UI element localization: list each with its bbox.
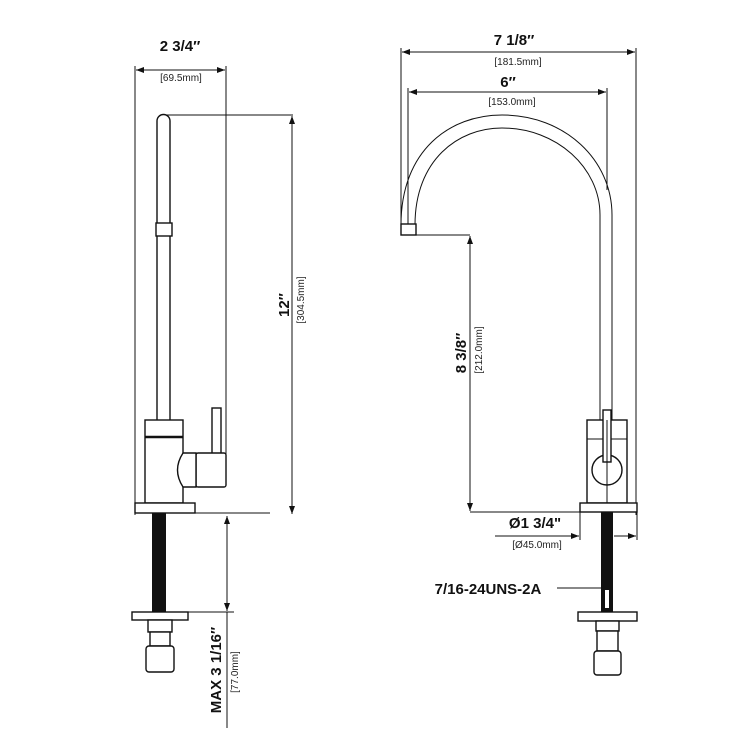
quick-connect-fitting: [145, 645, 175, 673]
width-inch-label: 2 3/4″: [160, 38, 201, 55]
gooseneck-inner: [414, 127, 601, 420]
max-thickness-mm-label: [77.0mm]: [230, 651, 241, 693]
spout-height-mm-label: [212.0mm]: [474, 326, 485, 373]
thread-spec-label: 7/16-24UNS-2A: [435, 581, 542, 598]
hex-nut: [147, 619, 173, 633]
mounting-plate: [577, 611, 638, 622]
base-plate: [134, 502, 196, 514]
spout-reach-inch-label: 6″: [500, 74, 516, 91]
fitting-neck: [149, 631, 171, 647]
threaded-shank: [152, 513, 166, 613]
spout-reach-mm-label: [153.0mm]: [488, 97, 535, 108]
threaded-shank: [601, 512, 613, 612]
mounting-plate: [131, 611, 189, 621]
quick-connect-fitting: [593, 650, 622, 676]
handle-lever: [211, 407, 222, 457]
height-mm-label: [304.5mm]: [296, 276, 307, 323]
max-thickness-inch-label: MAX 3 1/16″: [208, 627, 225, 713]
faucet-body: [144, 419, 184, 504]
spout-height-inch-label: 8 3/8″: [453, 333, 470, 374]
fitting-neck: [596, 630, 619, 652]
handle-block: [195, 452, 227, 488]
side-view: 2 3/4″ [69.5mm] 12″ [304.5mm] MAX 3 1/16…: [131, 38, 307, 728]
base-diameter-mm-label: [Ø45.0mm]: [512, 540, 562, 551]
base-plate: [579, 502, 638, 513]
base-diameter-inch-label: Ø1 3/4": [509, 515, 561, 532]
overall-reach-mm-label: [181.5mm]: [494, 57, 541, 68]
spout-tip: [400, 223, 417, 236]
height-inch-label: 12″: [276, 293, 293, 317]
handle-joint: [176, 452, 197, 488]
overall-reach-inch-label: 7 1/8″: [494, 32, 535, 49]
hex-nut: [595, 620, 620, 632]
gooseneck-outer: [400, 114, 613, 420]
width-mm-label: [69.5mm]: [160, 73, 202, 84]
spout-tube: [156, 113, 171, 420]
front-view: 7 1/8″ [181.5mm] 6″ [153.0mm] 8 3/8″ [21…: [400, 32, 638, 676]
shank-slot: [605, 590, 609, 608]
spout-collar: [155, 222, 173, 237]
